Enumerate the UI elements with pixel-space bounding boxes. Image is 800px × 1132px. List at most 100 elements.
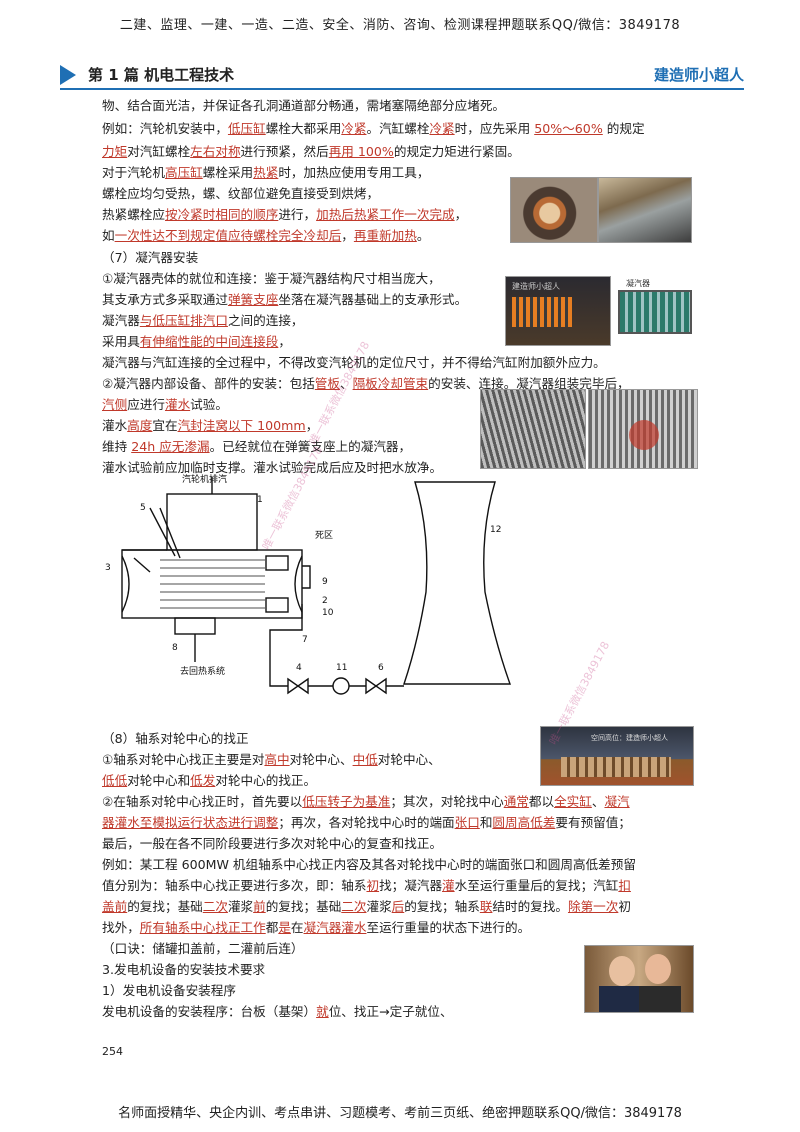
svg-text:死区: 死区 bbox=[315, 530, 333, 541]
text-segment: 凝汽器 bbox=[102, 313, 140, 328]
page-number: 254 bbox=[102, 1045, 123, 1058]
text-segment: 时，应先采用 bbox=[454, 121, 535, 136]
text-segment: 要有预留值； bbox=[555, 815, 631, 830]
text-segment: 都以 bbox=[528, 794, 555, 809]
text-segment: 在 bbox=[290, 920, 304, 935]
text-segment: 初 bbox=[618, 899, 631, 914]
text-line: 汽侧应进行灌水试验。 bbox=[102, 396, 228, 414]
text-segment: 都 bbox=[265, 920, 279, 935]
text-line: 物、结合面光洁，并保证各孔洞通道部分畅通，需堵塞隔绝部分应堵死。 bbox=[102, 98, 505, 113]
highlighted-keyword: 加热后热紧工作一次完成 bbox=[316, 207, 455, 222]
text-segment: 。 bbox=[416, 228, 430, 243]
highlighted-keyword: 灌水 bbox=[164, 397, 191, 412]
section-heading: （8）轴系对轮中心的找正 bbox=[102, 731, 249, 746]
svg-text:汽轮机排汽: 汽轮机排汽 bbox=[182, 473, 227, 485]
highlighted-keyword: 隔板冷却管束 bbox=[352, 376, 429, 391]
text-segment: ；其次，对轮找中心 bbox=[390, 794, 504, 809]
text-segment: 对轮中心、 bbox=[289, 752, 353, 767]
highlighted-keyword: 与低压缸排汽口 bbox=[139, 313, 228, 328]
svg-text:5: 5 bbox=[140, 503, 146, 513]
svg-text:7: 7 bbox=[302, 635, 308, 645]
text-line: 例如：汽轮机安装中，低压缸螺栓大都采用冷紧。汽缸螺栓冷紧时，应先采用 50%～6… bbox=[102, 120, 645, 138]
text-segment: ， bbox=[305, 418, 319, 433]
portrait-photo bbox=[584, 945, 694, 1013]
text-segment: 的复找；基础 bbox=[127, 899, 203, 914]
text-segment: 的复找；轴系 bbox=[404, 899, 480, 914]
text-segment: 的规定力矩进行紧固。 bbox=[393, 144, 520, 159]
highlighted-keyword: 灌 bbox=[442, 878, 455, 893]
text-line: 凝汽器与低压缸排汽口之间的连接， bbox=[102, 312, 304, 330]
highlighted-keyword: 低压转子为基准 bbox=[302, 794, 391, 809]
svg-text:去回热系统: 去回热系统 bbox=[180, 665, 225, 677]
highlighted-keyword: 高度 bbox=[127, 418, 153, 433]
highlighted-keyword: 24h 应无渗漏 bbox=[131, 439, 210, 454]
text-line: ①轴系对轮中心找正主要是对高中对轮中心、中低对轮中心、 bbox=[102, 751, 441, 769]
text-segment: 至运行重量的状态下进行的。 bbox=[366, 920, 531, 935]
svg-text:12: 12 bbox=[490, 525, 501, 535]
text-segment: 的复找；基础 bbox=[265, 899, 342, 914]
highlighted-keyword: 力矩 bbox=[102, 144, 128, 159]
turbine-casing-photo bbox=[598, 177, 692, 243]
text-segment: ②凝汽器内部设备、部件的安装：包括 bbox=[102, 376, 315, 391]
highlighted-keyword: 张口 bbox=[454, 815, 480, 830]
highlighted-keyword: 热紧 bbox=[253, 165, 279, 180]
highlighted-keyword: 凝汽器灌水 bbox=[303, 920, 367, 935]
highlighted-keyword: 二次 bbox=[341, 899, 367, 914]
highlighted-keyword: 管板 bbox=[314, 376, 340, 391]
text-segment: 。已经就位在弹簧支座上的凝汽器， bbox=[209, 439, 412, 454]
text-segment: 。汽缸螺栓 bbox=[366, 121, 430, 136]
text-segment: ②在轴系对轮中心找正时，首先要以 bbox=[102, 794, 303, 809]
text-segment: 的安装、连接。凝汽器组装完毕后， bbox=[428, 376, 630, 391]
exhaust-neck bbox=[166, 493, 258, 551]
highlighted-keyword: 按冷紧时相同的顺序 bbox=[164, 207, 279, 222]
bolt-heating-photo bbox=[510, 177, 598, 243]
text-segment: 水至运行重量后的复找；汽缸 bbox=[454, 878, 619, 893]
highlighted-keyword: 汽封洼窝以下 100mm bbox=[177, 418, 306, 433]
text-segment: 坐落在凝汽器基础上的支承形式。 bbox=[278, 292, 468, 307]
section-heading: 3.发电机设备的安装技术要求 bbox=[102, 962, 266, 977]
text-line: 灌水高度宜在汽封洼窝以下 100mm， bbox=[102, 417, 318, 435]
text-segment: 应进行 bbox=[127, 397, 165, 412]
highlighted-keyword: 左右对称 bbox=[190, 144, 241, 159]
text-segment: 进行， bbox=[278, 207, 317, 222]
highlighted-keyword: 全实缸 bbox=[554, 794, 592, 809]
text-line: 采用具有伸缩性能的中间连接段， bbox=[102, 333, 291, 351]
text-segment: 其支承方式多采取通过 bbox=[102, 292, 228, 307]
text-segment: 和 bbox=[479, 815, 493, 830]
highlighted-keyword: 低低 bbox=[102, 773, 128, 788]
highlighted-keyword: 高中 bbox=[264, 752, 290, 767]
text-line: 器灌水至模拟运行状态进行调整；再次，各对轮找中心时的端面张口和圆周高低差要有预留… bbox=[102, 814, 631, 832]
turbine-video-thumbnail[interactable]: 空间高位：建造师小超人 bbox=[540, 726, 694, 786]
text-line: 低低对轮中心和低发对轮中心的找正。 bbox=[102, 772, 316, 790]
footer-banner: 名师面授精华、央企内训、考点串讲、习题模考、考前三页纸、绝密押题联系QQ/微信：… bbox=[118, 1106, 682, 1121]
page-header: 第 1 篇 机电工程技术 建造师小超人 bbox=[60, 62, 744, 90]
text-segment: ①轴系对轮中心找正主要是对 bbox=[102, 752, 265, 767]
text-line: 盖前的复找；基础二次灌浆前的复找；基础二次灌浆后的复找；轴系联结时的复找。除第一… bbox=[102, 898, 631, 916]
text-segment: 螺栓大都采用 bbox=[265, 121, 342, 136]
brand-name: 建造师小超人 bbox=[653, 66, 744, 84]
header-rule bbox=[60, 88, 744, 90]
svg-text:11: 11 bbox=[336, 663, 347, 673]
svg-text:4: 4 bbox=[296, 663, 302, 673]
chapter-title: 第 1 篇 机电工程技术 bbox=[88, 66, 235, 84]
highlighted-keyword: 低压缸 bbox=[227, 121, 266, 136]
text-segment: ， bbox=[278, 334, 291, 349]
text-line: 如一次性达不到规定值应待螺栓完全冷却后，再重新加热。 bbox=[102, 227, 429, 245]
highlighted-keyword: 50%～60% bbox=[534, 121, 603, 136]
text-segment: 灌浆 bbox=[366, 899, 392, 914]
highlighted-keyword: 盖前 bbox=[102, 899, 128, 914]
highlighted-keyword: 有伸缩性能的中间连接段 bbox=[139, 334, 279, 349]
text-segment: ， bbox=[341, 228, 354, 243]
highlighted-keyword: 汽侧 bbox=[102, 397, 128, 412]
text-segment: 对轮中心和 bbox=[127, 773, 191, 788]
section-heading: （7）凝汽器安装 bbox=[102, 250, 199, 265]
text-line: 维持 24h 应无渗漏。已经就位在弹簧支座上的凝汽器， bbox=[102, 438, 411, 456]
text-segment: 值分别为：轴系中心找正要进行多次，即：轴系 bbox=[102, 878, 367, 893]
text-line: 对于汽轮机高压缸螺栓采用热紧时，加热应使用专用工具， bbox=[102, 164, 429, 182]
top-banner: 二建、监理、一建、一造、二造、安全、消防、咨询、检测课程押题联系QQ/微信：38… bbox=[119, 18, 681, 33]
text-line: ②在轴系对轮中心找正时，首先要以低压转子为基准；其次，对轮找中心通常都以全实缸、… bbox=[102, 793, 630, 811]
highlighted-keyword: 联 bbox=[479, 899, 493, 914]
highlighted-keyword: 是 bbox=[278, 920, 291, 935]
text-segment: 的规定 bbox=[602, 121, 645, 136]
highlighted-keyword: 扣 bbox=[618, 878, 631, 893]
